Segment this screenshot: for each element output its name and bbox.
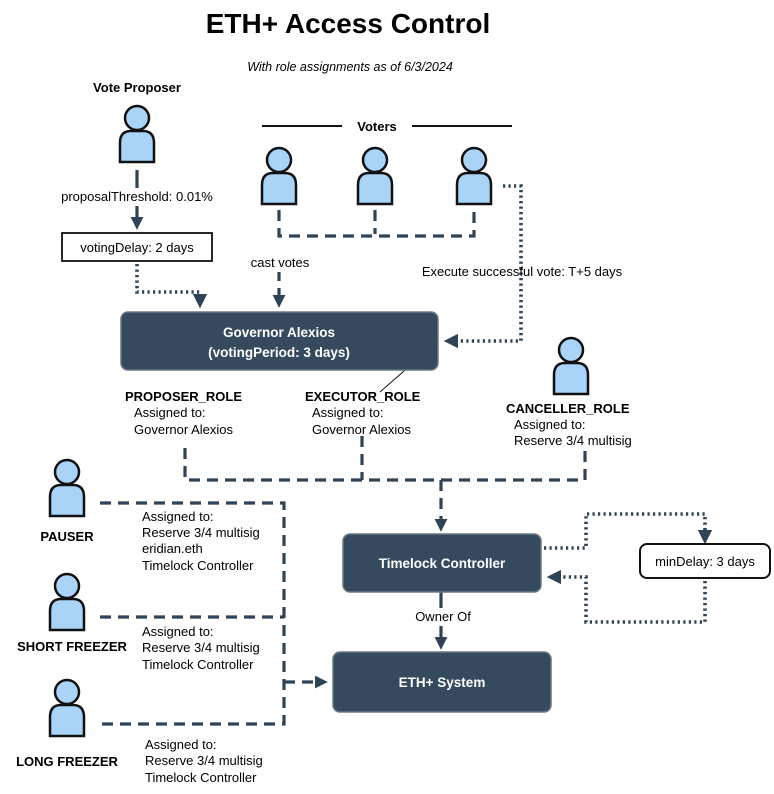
pauser-assignee: Reserve 3/4 multisig [142, 525, 260, 540]
pauser-assigned-label: Assigned to: [142, 509, 214, 524]
long-freezer-assignee: Timelock Controller [145, 770, 257, 785]
eth-plus-system-node [332, 651, 552, 713]
canceller-person-icon [552, 336, 590, 396]
timelock-controller-label: Timelock Controller [379, 556, 506, 571]
governor-voting-period: (votingPeriod: 3 days) [208, 345, 350, 360]
executor-role-assignee: Governor Alexios [312, 422, 411, 437]
roles-to-timelock-line [183, 436, 587, 528]
governor-node [120, 311, 439, 371]
vote-proposer-person-icon [118, 104, 156, 164]
delay-to-governor-arrow [135, 264, 208, 309]
owner-of-bg [410, 608, 474, 626]
long-freezer-assigned-label: Assigned to: [145, 737, 217, 752]
pauser-person-icon [48, 458, 86, 518]
voting-delay-box [61, 232, 213, 262]
voters-label: Voters [357, 119, 397, 134]
pauser-assignee: eridian.eth [142, 541, 203, 556]
diagram-title: ETH+ Access Control [206, 8, 490, 39]
diagram-subtitle: With role assignments as of 6/3/2024 [247, 60, 453, 74]
voter-person-icon [260, 146, 298, 206]
short-freezer-assigned-label: Assigned to: [142, 624, 214, 639]
pauser-assignee: Timelock Controller [142, 558, 254, 573]
cast-votes-bg [242, 254, 318, 272]
vote-proposer-label: Vote Proposer [93, 80, 181, 95]
short-freezer-assignee: Timelock Controller [142, 657, 254, 672]
threshold-label-bg [58, 188, 216, 206]
eth-plus-system-label: ETH+ System [399, 675, 486, 690]
proposer-role-assigned-label: Assigned to: [134, 405, 206, 420]
proposer-role-assignee: Governor Alexios [134, 422, 233, 437]
canceller-role-assignee: Reserve 3/4 multisig [514, 433, 632, 448]
proposer-role-name: PROPOSER_ROLE [125, 389, 242, 404]
min-delay-label: minDelay: 3 days [655, 554, 755, 569]
min-delay-box [639, 543, 771, 579]
timelock-controller-node [342, 533, 542, 593]
long-freezer-assignee: Reserve 3/4 multisig [145, 753, 263, 768]
canceller-role-assigned-label: Assigned to: [514, 417, 586, 432]
voting-delay-label: votingDelay: 2 days [80, 240, 194, 255]
voter-person-icon [356, 146, 394, 206]
owner-of-label: Owner Of [415, 609, 471, 624]
execute-vote-label: Execute successful vote: T+5 days [422, 264, 623, 279]
cast-votes-label: cast votes [251, 255, 310, 270]
left-roles-to-system-line [100, 501, 286, 726]
short-freezer-assignee: Reserve 3/4 multisig [142, 640, 260, 655]
canceller-role-name: CANCELLER_ROLE [506, 401, 630, 416]
pauser-name: PAUSER [40, 529, 94, 544]
connectors [100, 170, 713, 726]
long-freezer-person-icon [48, 678, 86, 738]
mindelay-to-timelock-arrow [546, 569, 707, 624]
executor-role-assigned-label: Assigned to: [312, 405, 384, 420]
voters-cast-line [277, 210, 476, 238]
executor-role-name: EXECUTOR_ROLE [305, 389, 421, 404]
short-freezer-person-icon [48, 572, 86, 632]
long-freezer-name: LONG FREEZER [16, 754, 118, 769]
execute-arrow [443, 184, 523, 349]
voter-person-icon [455, 146, 493, 206]
short-freezer-name: SHORT FREEZER [17, 639, 127, 654]
proposal-threshold-label: proposalThreshold: 0.01% [61, 189, 213, 204]
timelock-to-mindelay-arrow [544, 512, 713, 550]
governor-title: Governor Alexios [223, 325, 335, 340]
